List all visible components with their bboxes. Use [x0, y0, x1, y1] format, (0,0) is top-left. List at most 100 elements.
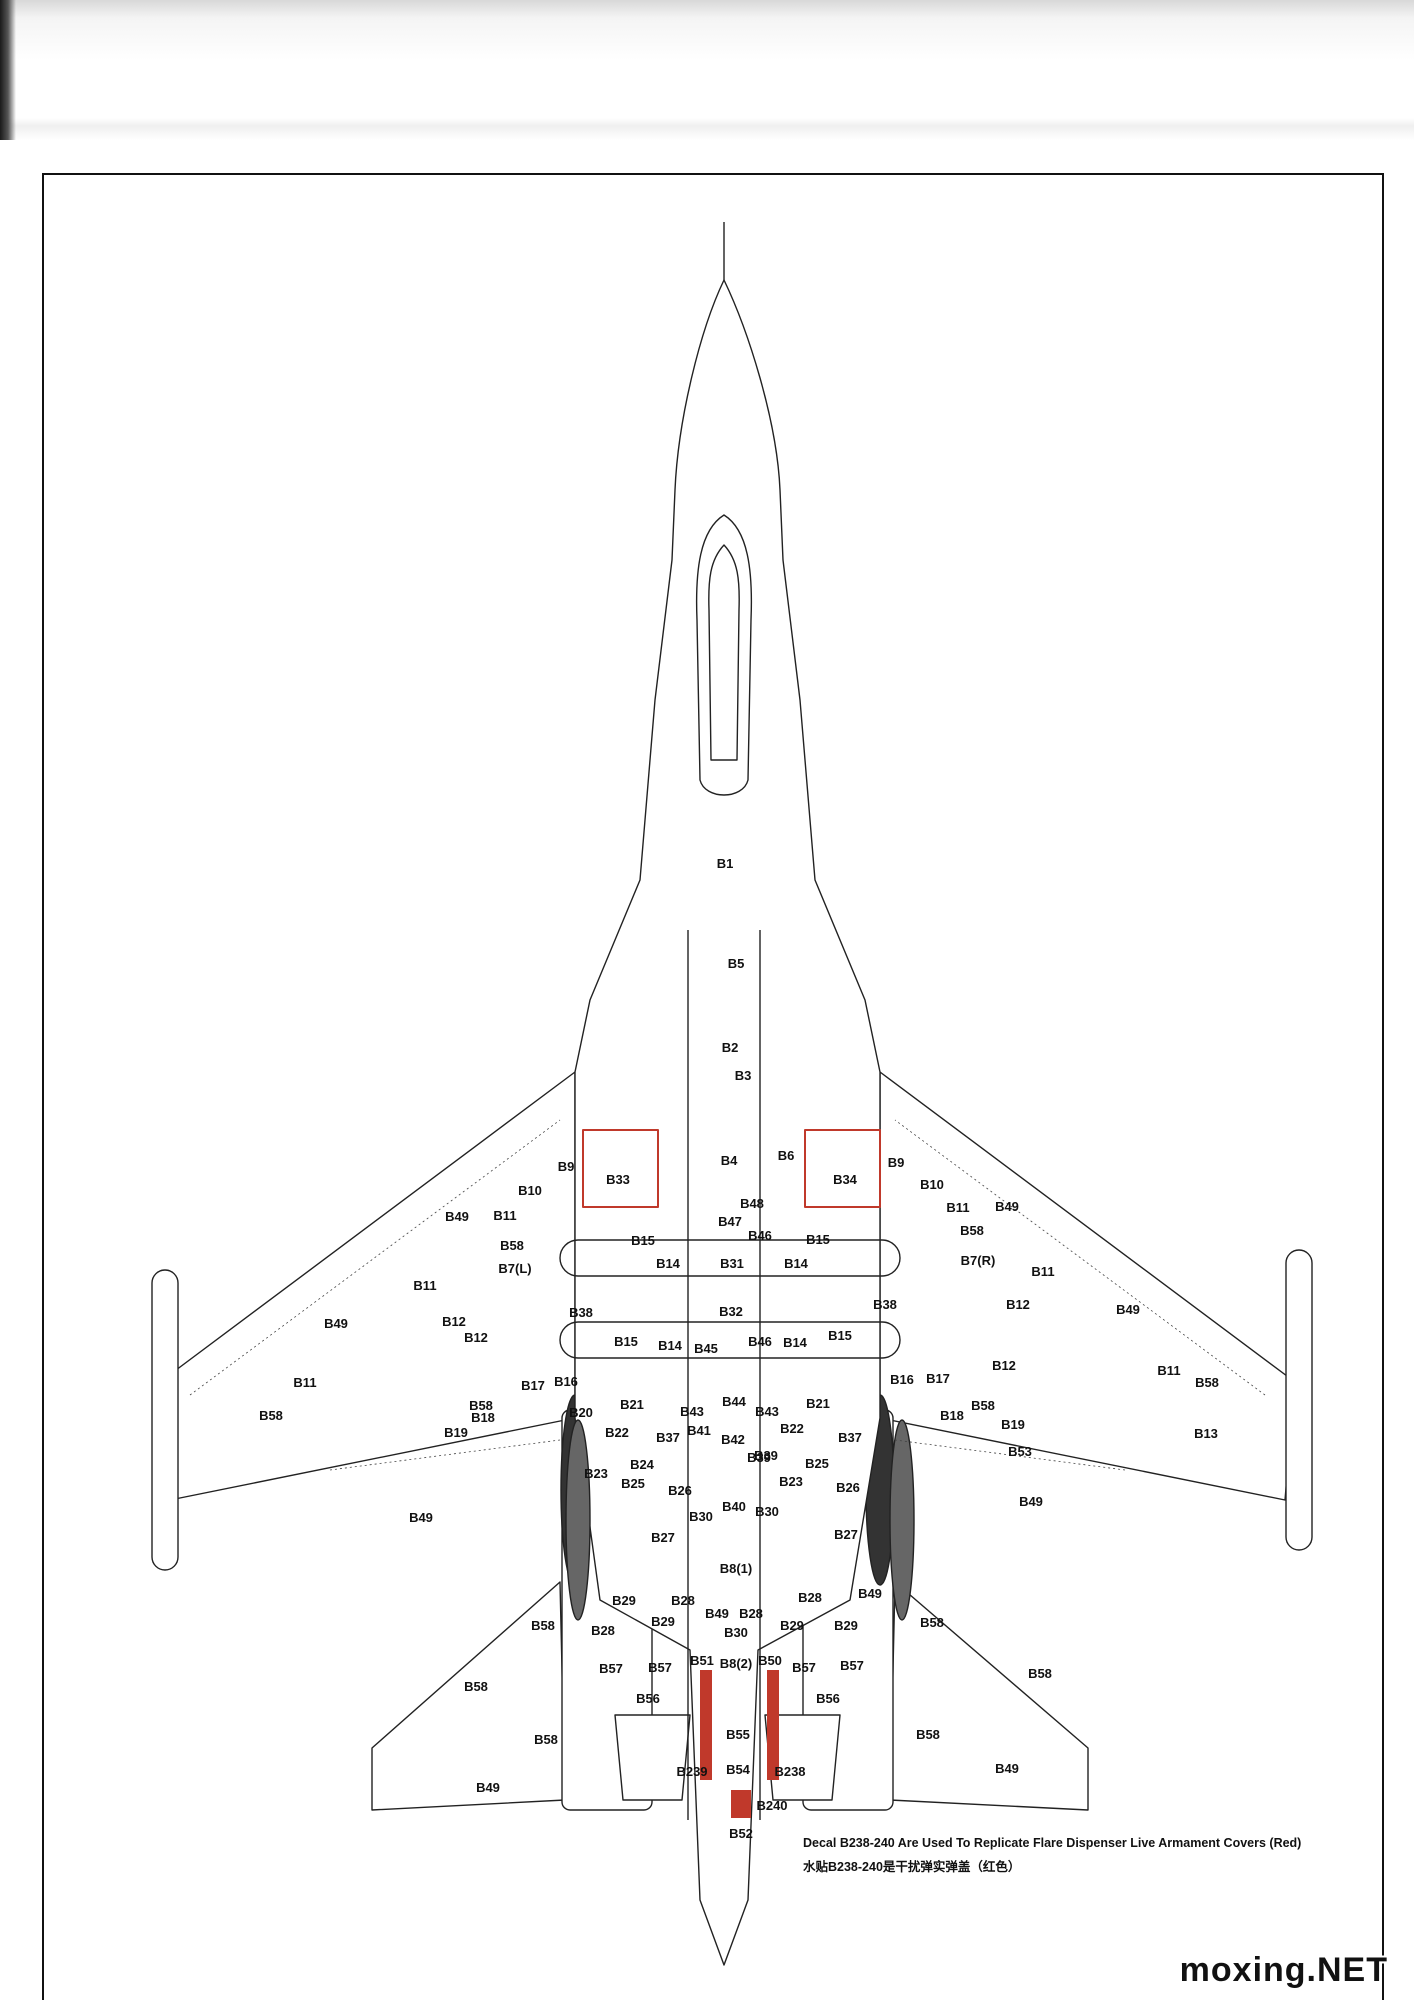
decal-label: B26 [836, 1480, 860, 1495]
decal-label: B14 [783, 1335, 808, 1350]
decal-label: B29 [612, 1593, 636, 1608]
decal-label: B23 [584, 1466, 608, 1481]
decal-label: B16 [890, 1372, 914, 1387]
left-wingtip-rail [151, 1269, 179, 1571]
decal-label: B9 [558, 1159, 575, 1174]
decal-label: B52 [729, 1826, 753, 1841]
decal-label: B15 [806, 1232, 830, 1247]
decal-label: B7(R) [961, 1253, 996, 1268]
decal-label: B28 [739, 1606, 763, 1621]
decal-label: B51 [690, 1653, 714, 1668]
decal-label: B58 [916, 1727, 940, 1742]
decal-label: B12 [464, 1330, 488, 1345]
decal-label: B49 [705, 1606, 729, 1621]
right-wingtip-rail [1285, 1249, 1313, 1551]
decal-label: B12 [992, 1358, 1016, 1373]
decal-label: B32 [719, 1304, 743, 1319]
decal-label: B15 [828, 1328, 852, 1343]
flare-dispenser-left [700, 1670, 712, 1780]
decal-label: B13 [1194, 1426, 1218, 1441]
decal-label: B14 [656, 1256, 681, 1271]
decal-label: B50 [758, 1653, 782, 1668]
decal-label: B10 [518, 1183, 542, 1198]
decal-label: B2 [722, 1040, 739, 1055]
decal-label: B30 [689, 1509, 713, 1524]
decal-label: B57 [599, 1661, 623, 1676]
decal-note-chinese: 水贴B238-240是干扰弹实弹盖（红色） [803, 1860, 1021, 1874]
decal-label: B58 [534, 1732, 558, 1747]
decal-label: B49 [1116, 1302, 1140, 1317]
decal-label: B18 [471, 1410, 495, 1425]
decal-label: B6 [778, 1148, 795, 1163]
decal-label: B42 [721, 1432, 745, 1447]
left-stabilizer [371, 1581, 566, 1811]
decal-label: B49 [445, 1209, 469, 1224]
decal-label: B22 [780, 1421, 804, 1436]
wing-pylon-row-2 [559, 1321, 901, 1359]
decal-label: B30 [724, 1625, 748, 1640]
decal-label: B39 [754, 1448, 778, 1463]
decal-label: B58 [920, 1615, 944, 1630]
decal-label: B49 [476, 1780, 500, 1795]
decal-label: B21 [806, 1396, 830, 1411]
decal-label: B1 [717, 856, 734, 871]
decal-label: B38 [569, 1305, 593, 1320]
decal-label: B26 [668, 1483, 692, 1498]
decal-label: B3 [735, 1068, 752, 1083]
decal-label: B16 [554, 1374, 578, 1389]
decal-label: B25 [621, 1476, 645, 1491]
decal-label: B8(2) [720, 1656, 753, 1671]
decal-label: B23 [779, 1474, 803, 1489]
scan-binding-edge [0, 0, 16, 140]
right-wing [879, 1071, 1296, 1501]
decal-label: B49 [995, 1199, 1019, 1214]
decal-label: B58 [960, 1223, 984, 1238]
decal-label: B239 [676, 1764, 707, 1779]
decal-label: B19 [1001, 1417, 1025, 1432]
decal-label: B45 [694, 1341, 718, 1356]
decal-label: B41 [687, 1423, 711, 1438]
left-wheel [565, 1419, 591, 1621]
decal-label: B20 [569, 1405, 593, 1420]
decal-label: B17 [926, 1371, 950, 1386]
decal-label: B47 [718, 1214, 742, 1229]
canopy [695, 514, 753, 796]
decal-label: B11 [493, 1208, 516, 1223]
decal-label: B57 [648, 1660, 672, 1675]
fuselage [574, 279, 881, 1966]
left-flap-line [329, 1439, 561, 1471]
decal-label: B29 [651, 1614, 675, 1629]
decal-label: B27 [834, 1527, 858, 1542]
decal-label: B24 [630, 1457, 655, 1472]
decal-label: B240 [756, 1798, 787, 1813]
decal-label: B49 [409, 1510, 433, 1525]
decal-label: B54 [726, 1762, 751, 1777]
decal-label: B14 [658, 1338, 683, 1353]
decal-label: B58 [1028, 1666, 1052, 1681]
decal-label: B28 [671, 1593, 695, 1608]
decal-label: B25 [805, 1456, 829, 1471]
decal-label: B38 [873, 1297, 897, 1312]
wing-pylon-row-1 [559, 1239, 901, 1277]
decal-label: B46 [748, 1334, 772, 1349]
decal-label: B17 [521, 1378, 545, 1393]
decal-label: B48 [740, 1196, 764, 1211]
decal-label: B4 [721, 1153, 738, 1168]
left-nozzle [614, 1714, 691, 1801]
panel-b33-outline [582, 1129, 659, 1208]
decal-label: B12 [442, 1314, 466, 1329]
drawing-frame [42, 173, 1384, 2000]
decal-label: B8(1) [720, 1561, 753, 1576]
right-wing-rivet-line [894, 1119, 1266, 1396]
decal-label: B11 [1031, 1264, 1054, 1279]
decal-label: B58 [531, 1618, 555, 1633]
left-wing [159, 1071, 576, 1501]
decal-label: B34 [833, 1172, 858, 1187]
decal-label: B9 [888, 1155, 905, 1170]
decal-label: B11 [293, 1375, 316, 1390]
decal-label: B57 [840, 1658, 864, 1673]
decal-label: B238 [774, 1764, 805, 1779]
cockpit-outline [708, 544, 740, 761]
